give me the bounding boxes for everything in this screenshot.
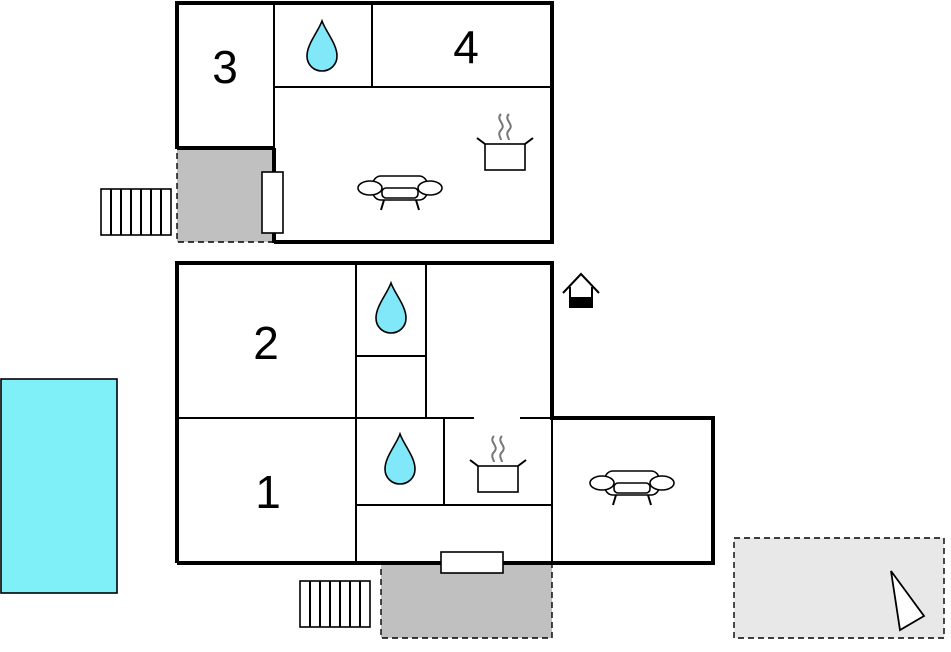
upper-building [175, 1, 554, 244]
cooking-pot-icon [469, 435, 527, 493]
upper-door [261, 171, 284, 234]
lower-terrace [380, 562, 553, 639]
room-1-label: 1 [255, 466, 281, 518]
water-drop-icon [384, 433, 416, 485]
upper-stairs-icon [100, 188, 172, 236]
sofa-icon [357, 175, 443, 211]
compass-arrow-icon [890, 570, 926, 632]
water-drop-icon [306, 20, 338, 72]
lower-stairs-icon [299, 580, 371, 628]
pool [0, 378, 118, 594]
lower-building [175, 261, 715, 574]
lower-door [440, 551, 504, 574]
room-4-label: 4 [453, 21, 479, 73]
room-3-label: 3 [212, 41, 238, 93]
upper-terrace [176, 148, 275, 243]
water-drop-icon [375, 282, 407, 334]
room-2-label: 2 [253, 317, 279, 369]
cooking-pot-icon [476, 113, 534, 171]
sofa-icon [589, 470, 675, 506]
fireplace-icon [562, 272, 600, 308]
